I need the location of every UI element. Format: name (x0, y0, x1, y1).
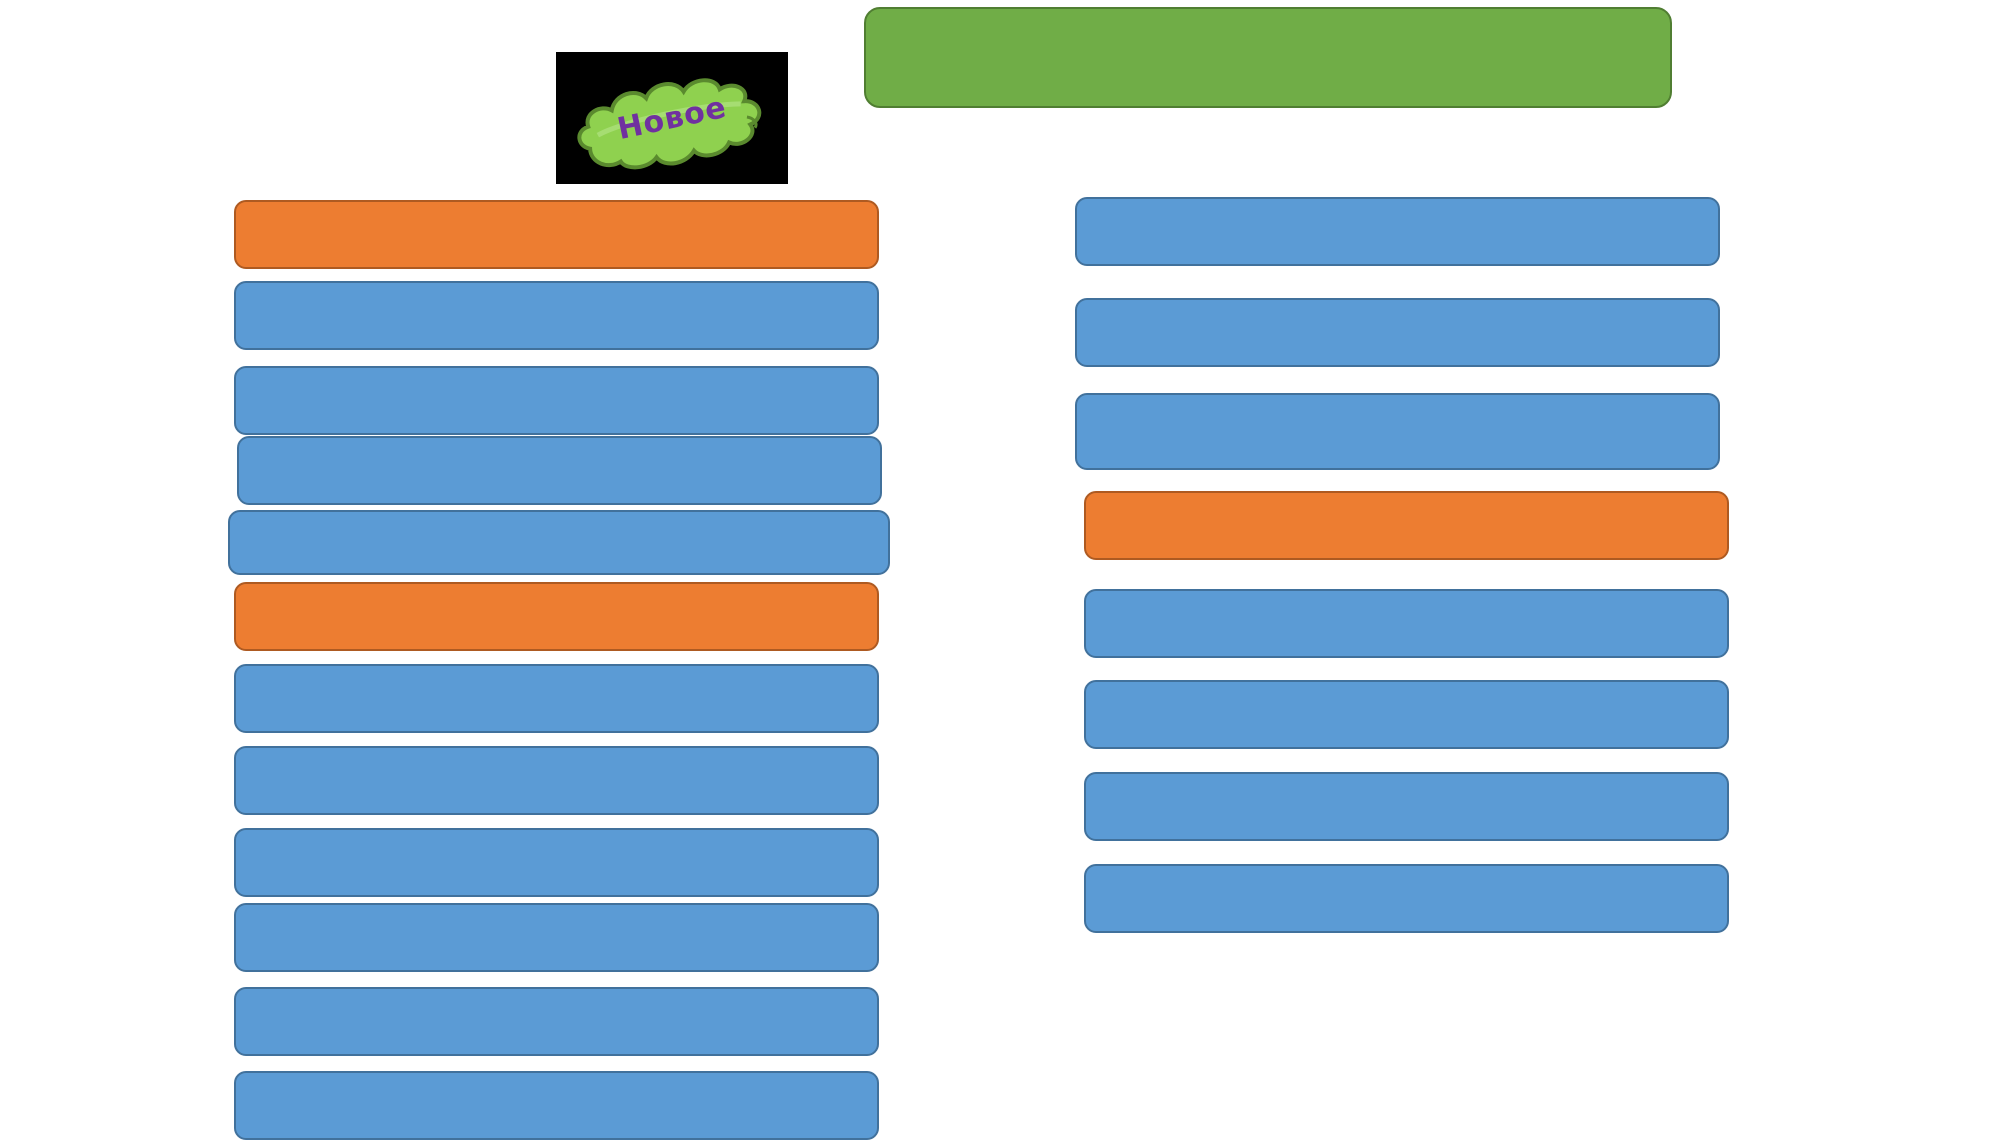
right-item-1[interactable] (1075, 197, 1720, 266)
cloud-icon (577, 78, 762, 170)
left-item-12[interactable] (234, 1071, 879, 1140)
right-item-5[interactable] (1084, 589, 1729, 658)
left-item-8[interactable] (234, 746, 879, 815)
right-item-6[interactable] (1084, 680, 1729, 749)
left-item-1[interactable] (234, 200, 879, 269)
header-bar[interactable] (864, 7, 1672, 108)
left-item-4[interactable] (237, 436, 882, 505)
right-item-3[interactable] (1075, 393, 1720, 470)
left-item-3[interactable] (234, 366, 879, 435)
new-badge-logo: Новое (556, 52, 788, 184)
left-item-11[interactable] (234, 987, 879, 1056)
right-item-7[interactable] (1084, 772, 1729, 841)
left-item-5[interactable] (228, 510, 890, 575)
right-item-8[interactable] (1084, 864, 1729, 933)
left-item-7[interactable] (234, 664, 879, 733)
left-item-6[interactable] (234, 582, 879, 651)
left-item-10[interactable] (234, 903, 879, 972)
right-item-2[interactable] (1075, 298, 1720, 367)
left-item-9[interactable] (234, 828, 879, 897)
right-item-4[interactable] (1084, 491, 1729, 560)
left-item-2[interactable] (234, 281, 879, 350)
